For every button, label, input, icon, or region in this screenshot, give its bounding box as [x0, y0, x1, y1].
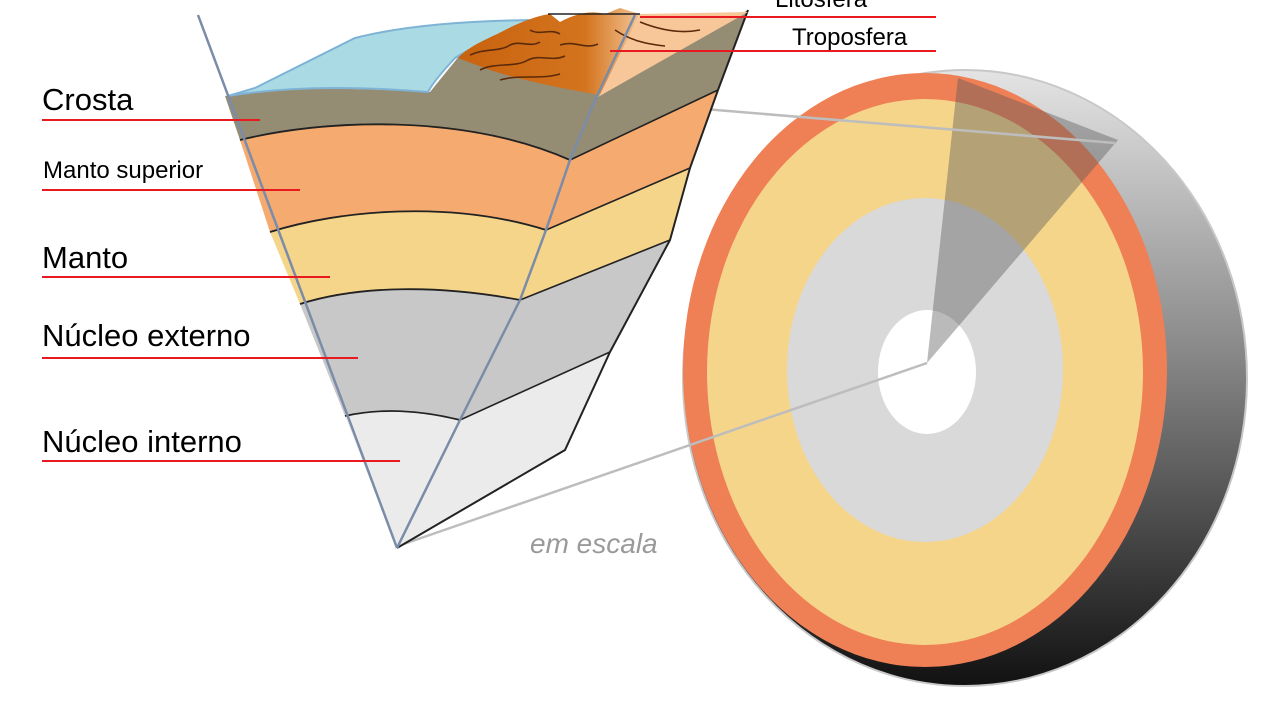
troposphere-leader-line [610, 50, 936, 52]
lithosphere-leader-line [640, 16, 936, 18]
wedge-edges [196, 13, 640, 549]
wedge-cross-section [196, 8, 749, 549]
ocean [227, 19, 549, 97]
sphere-inner-core [878, 310, 976, 434]
troposphere-label: Troposfera [792, 24, 908, 51]
mountain-range [458, 8, 748, 98]
upper-mantle-label: Manto superior [43, 157, 204, 184]
scale-note: em escala [530, 528, 658, 559]
lithosphere-label-cut: Litosfera [775, 0, 867, 14]
sphere-cutaway [682, 69, 1248, 687]
mantle-label: Manto [42, 240, 129, 275]
outer-core-label: Núcleo externo [42, 318, 251, 353]
crust-leader-line [42, 119, 260, 121]
upper-mantle-leader-line [42, 189, 300, 191]
sphere-cut-wedge [927, 78, 1118, 363]
inner-core-label: Núcleo interno [42, 424, 242, 459]
crust-label: Crosta [42, 82, 134, 117]
outer-core-leader-line [42, 357, 358, 359]
mantle-leader-line [42, 276, 330, 278]
wedge-front-face [225, 54, 600, 548]
wedge-side-face [396, 9, 749, 549]
inner-core-leader-line [42, 460, 400, 462]
